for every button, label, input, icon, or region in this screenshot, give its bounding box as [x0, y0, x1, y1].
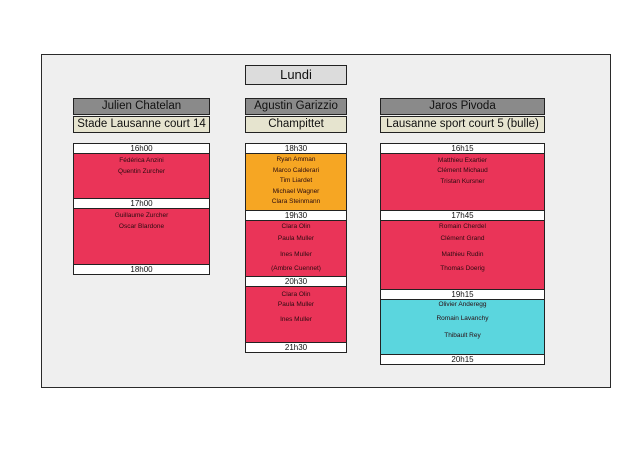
player-name: Clément Michaud [437, 167, 488, 174]
session-slot[interactable]: Olivier Anderegg Romain Lavanchy Thibaul… [380, 300, 545, 354]
player-name: Olivier Anderegg [438, 301, 487, 308]
player-name: Paula Muller [277, 301, 315, 308]
time-label: 17h00 [73, 198, 210, 209]
player-name: Clara Steinmann [271, 198, 321, 205]
time-label: 19h30 [245, 210, 347, 221]
time-label: 20h30 [245, 276, 347, 287]
time-label: 18h30 [245, 143, 347, 154]
session-slot[interactable]: Clara Olin Paula Muller Ines Muller (Amb… [245, 221, 347, 276]
player-name: Marco Calderari [272, 166, 320, 174]
player-name: Thibault Rey [444, 332, 481, 339]
player-name: Oscar Blardone [118, 223, 165, 230]
time-label: 16h00 [73, 143, 210, 154]
player-name: Tim Liardet [279, 177, 313, 184]
session-slot[interactable]: Guillaume Zurcher Oscar Blardone [73, 209, 210, 264]
day-title: Lundi [245, 65, 347, 85]
player-name: Clara Olin [281, 223, 311, 230]
player-name: Ryan Amman [276, 156, 316, 163]
time-label: 17h45 [380, 210, 545, 221]
player-name: Tristan Kursner [440, 178, 485, 185]
player-name: Thomas Doerig [440, 265, 485, 272]
session-slot[interactable]: Romain Cherdel Clément Grand Mathieu Rud… [380, 221, 545, 289]
player-name: Quentin Zurcher [118, 168, 165, 175]
session-slot[interactable]: Fédérica Anzini Quentin Zurcher [73, 154, 210, 198]
player-name: Clara Olin [281, 291, 311, 298]
time-label: 16h15 [380, 143, 545, 154]
player-name: Ines Muller [280, 316, 312, 323]
session-slot[interactable]: Clara Olin Paula Muller Ines Muller [245, 287, 347, 342]
venue-header-lausanne-sport: Lausanne sport court 5 (bulle) [380, 116, 545, 133]
time-label: 19h15 [380, 289, 545, 300]
player-name: Romain Cherdel [439, 223, 486, 230]
session-slot[interactable]: Matthieu Exartier Clément Michaud Trista… [380, 154, 545, 210]
player-name: Romain Lavanchy [436, 315, 489, 322]
time-label: 20h15 [380, 354, 545, 365]
venue-header-champittet: Champittet [245, 116, 347, 133]
coach-header-julien-chatelan: Julien Chatelan [73, 98, 210, 115]
player-name: Paula Muller [277, 235, 315, 242]
player-name: Ines Muller [280, 251, 312, 258]
player-name: Mathieu Rudin [441, 251, 484, 258]
player-name: Clément Grand [440, 235, 485, 242]
venue-header-stade-lausanne: Stade Lausanne court 14 [73, 116, 210, 133]
time-label: 18h00 [73, 264, 210, 275]
coach-header-jaros-pivoda: Jaros Pivoda [380, 98, 545, 115]
coach-header-agustin-garizzio: Agustin Garizzio [245, 98, 347, 115]
time-label: 21h30 [245, 342, 347, 353]
session-slot[interactable]: Ryan Amman Marco Calderari Tim Liardet M… [245, 154, 347, 210]
player-name: (Ambre Cuennet) [271, 265, 321, 272]
player-name: Michael Wagner [272, 187, 320, 195]
player-name: Matthieu Exartier [437, 157, 488, 164]
player-name: Fédérica Anzini [119, 157, 164, 164]
player-name: Guillaume Zurcher [114, 212, 169, 219]
